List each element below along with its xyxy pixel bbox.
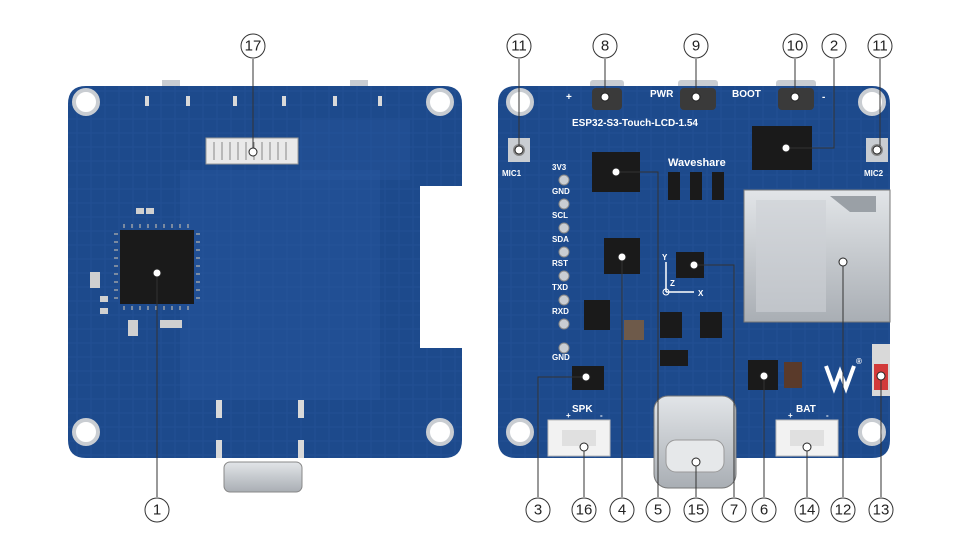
pin-header-labels: 3V3 GND SCL SDA RST TXD RXD GND [552,163,570,362]
callout-bottom-12: 12 [830,497,856,523]
mic1-label: MIC1 [502,169,522,178]
btn-minus-silk: - [822,92,825,103]
callout-top-10: 10 [782,33,808,59]
spk-plus: + [566,411,571,420]
svg-text:1: 1 [153,502,161,519]
svg-text:GND: GND [552,187,570,196]
svg-text:11: 11 [872,38,888,55]
boot-label: BOOT [732,89,761,100]
pwr-label: PWR [650,89,674,100]
back-side-button-1 [162,80,180,90]
svg-text:Y: Y [662,253,668,262]
svg-text:RXD: RXD [552,307,569,316]
back-usb-shell [223,461,303,493]
svg-text:3V3: 3V3 [552,163,567,172]
back-mount-hole-br [426,418,454,446]
front-board: ESP32-S3-Touch-LCD-1.54 Waveshare PWR BO… [498,80,891,489]
callout-bottom-16: 16 [571,497,597,523]
back-board [68,80,462,493]
spk-label: SPK [572,404,593,415]
waveshare-logo: ® [824,357,862,394]
callout-top-2: 2 [821,33,847,59]
svg-text:6: 6 [760,502,768,519]
svg-text:17: 17 [245,38,262,55]
callout-1: 1 [144,497,170,523]
back-mount-hole-tr [426,88,454,116]
callout-bottom-3: 3 [525,497,551,523]
callout-bottom-4: 4 [609,497,635,523]
brand-silk: Waveshare [668,157,726,169]
svg-text:®: ® [856,357,862,366]
svg-text:12: 12 [835,502,852,519]
callout-bottom-14: 14 [794,497,820,523]
callout-bottom-13: 13 [868,497,894,523]
svg-text:TXD: TXD [552,283,568,292]
front-leader-lines [518,59,882,497]
svg-text:2: 2 [830,38,838,55]
bat-plus: + [788,411,793,420]
svg-text:16: 16 [576,502,593,519]
back-mount-hole-bl [72,418,100,446]
svg-text:SDA: SDA [552,235,569,244]
svg-text:10: 10 [787,38,804,55]
callout-bottom-5: 5 [645,497,671,523]
spk-minus: - [600,411,603,420]
axis-indicator: Y Z X [662,253,704,298]
svg-text:SCL: SCL [552,211,568,220]
svg-text:5: 5 [654,502,662,519]
svg-text:X: X [698,289,704,298]
callout-17: 17 [240,33,266,59]
callout-top-11-right: 11 [867,33,893,59]
svg-text:GND: GND [552,353,570,362]
svg-text:7: 7 [730,502,738,519]
svg-text:Z: Z [670,279,675,288]
svg-text:14: 14 [799,502,816,519]
svg-text:15: 15 [688,502,705,519]
callout-top-8: 8 [592,33,618,59]
svg-text:3: 3 [534,502,542,519]
svg-text:4: 4 [618,502,626,519]
callout-top-9: 9 [683,33,709,59]
svg-text:8: 8 [601,38,609,55]
bat-minus: - [826,411,829,420]
callout-bottom-7: 7 [721,497,747,523]
back-side-button-2 [350,80,368,90]
svg-text:11: 11 [511,38,527,55]
callout-bottom-6: 6 [751,497,777,523]
callout-bottom-15: 15 [683,497,709,523]
btn-plus-silk: + [566,92,572,103]
back-callouts [156,59,254,497]
svg-text:9: 9 [692,38,700,55]
mic2-label: MIC2 [864,169,884,178]
bat-label: BAT [796,404,816,415]
callout-top-11-left: 11 [506,33,532,59]
svg-text:RST: RST [552,259,568,268]
board-name-silk: ESP32-S3-Touch-LCD-1.54 [572,118,698,129]
back-mount-hole-tl [72,88,100,116]
svg-text:13: 13 [873,502,890,519]
